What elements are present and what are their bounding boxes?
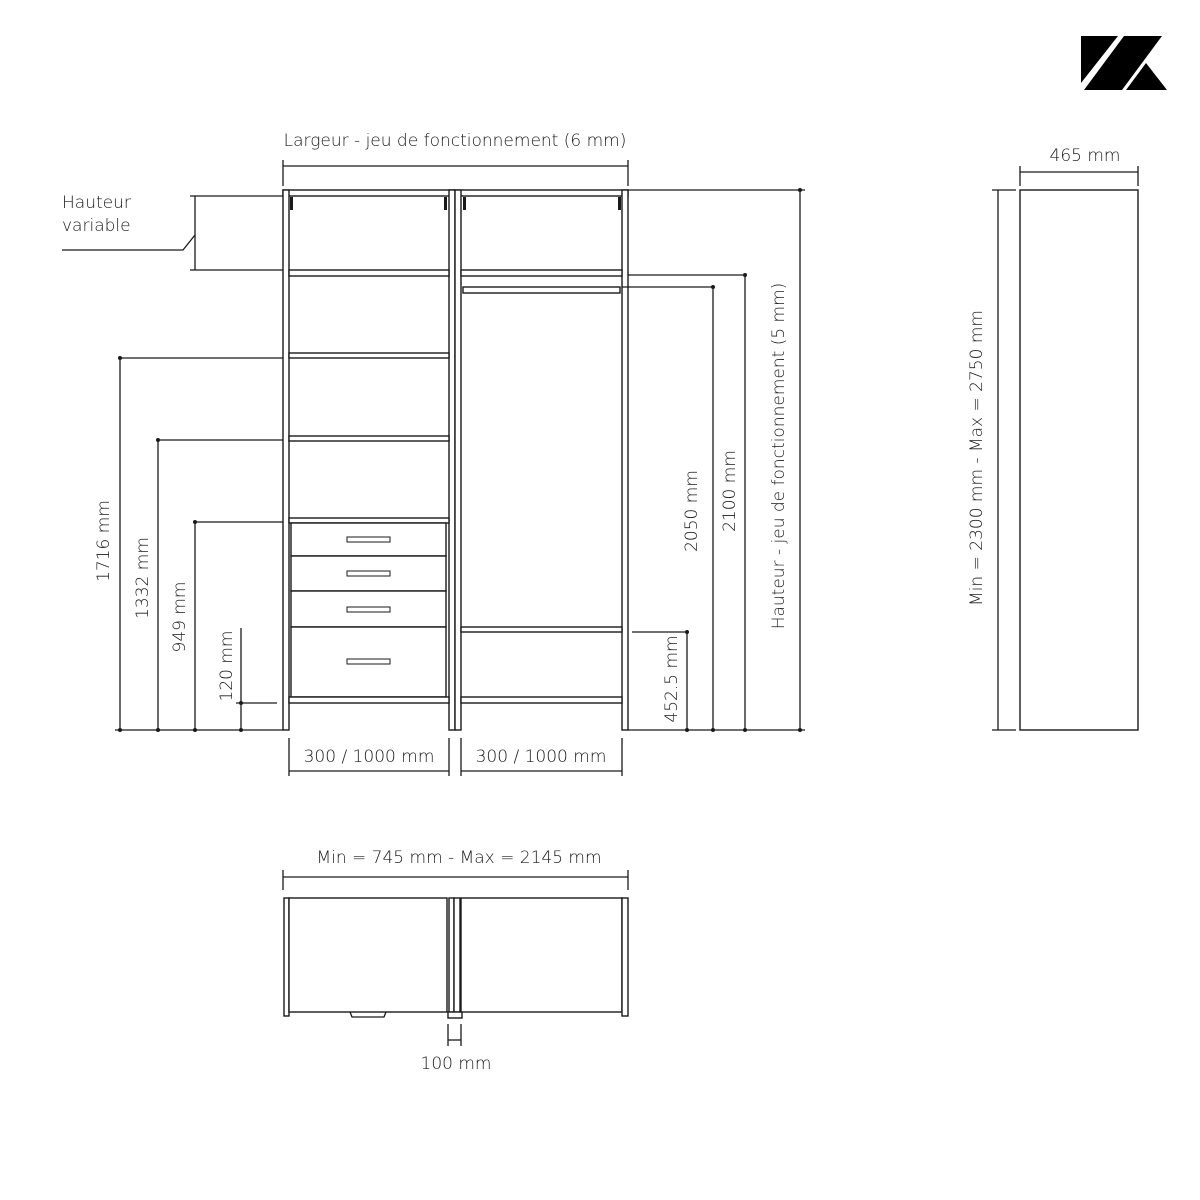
front-dimensions: Largeur - jeu de fonctionnement (6 mm) H… bbox=[62, 131, 805, 776]
shelf bbox=[288, 517, 450, 524]
hanging-rail bbox=[462, 286, 621, 294]
shelf bbox=[288, 269, 450, 277]
variable-height-label: Hauteur bbox=[62, 193, 131, 213]
shelf bbox=[288, 435, 450, 442]
top-view: Min = 745 mm - Max = 2145 mm 100 mm bbox=[282, 848, 629, 1074]
drawers bbox=[290, 522, 447, 698]
width-range-label: Min = 745 mm - Max = 2145 mm bbox=[316, 848, 601, 868]
variable-height-label: variable bbox=[62, 216, 131, 236]
dim-949: 949 mm bbox=[170, 582, 190, 653]
dim-2050: 2050 mm bbox=[682, 470, 702, 552]
left-module-width: 300 / 1000 mm bbox=[304, 747, 435, 767]
width-label: Largeur - jeu de fonctionnement (6 mm) bbox=[284, 131, 627, 151]
front-view-cabinet bbox=[282, 189, 629, 731]
dim-120: 120 mm bbox=[217, 631, 237, 702]
handle-icon bbox=[349, 1011, 387, 1018]
shelf bbox=[288, 352, 450, 359]
depth-label: 465 mm bbox=[1050, 146, 1121, 166]
right-module-width: 300 / 1000 mm bbox=[476, 747, 607, 767]
gap-label: 100 mm bbox=[421, 1054, 492, 1074]
brand-logo bbox=[1081, 36, 1167, 90]
side-view: 465 mm Min = 2300 mm - Max = 2750 mm bbox=[967, 146, 1139, 731]
drawer-handle-icon bbox=[346, 570, 391, 577]
dim-1332: 1332 mm bbox=[133, 537, 153, 619]
dim-2100: 2100 mm bbox=[720, 450, 740, 532]
dim-1716: 1716 mm bbox=[94, 500, 114, 582]
drawer-handle-icon bbox=[346, 606, 391, 613]
height-range-label: Min = 2300 mm - Max = 2750 mm bbox=[967, 310, 987, 606]
drawer-handle-icon bbox=[346, 536, 391, 543]
drawer-handle-icon bbox=[346, 658, 391, 665]
height-label: Hauteur - jeu de fonctionnement (5 mm) bbox=[769, 283, 789, 630]
dim-452-5: 452.5 mm bbox=[662, 635, 682, 722]
